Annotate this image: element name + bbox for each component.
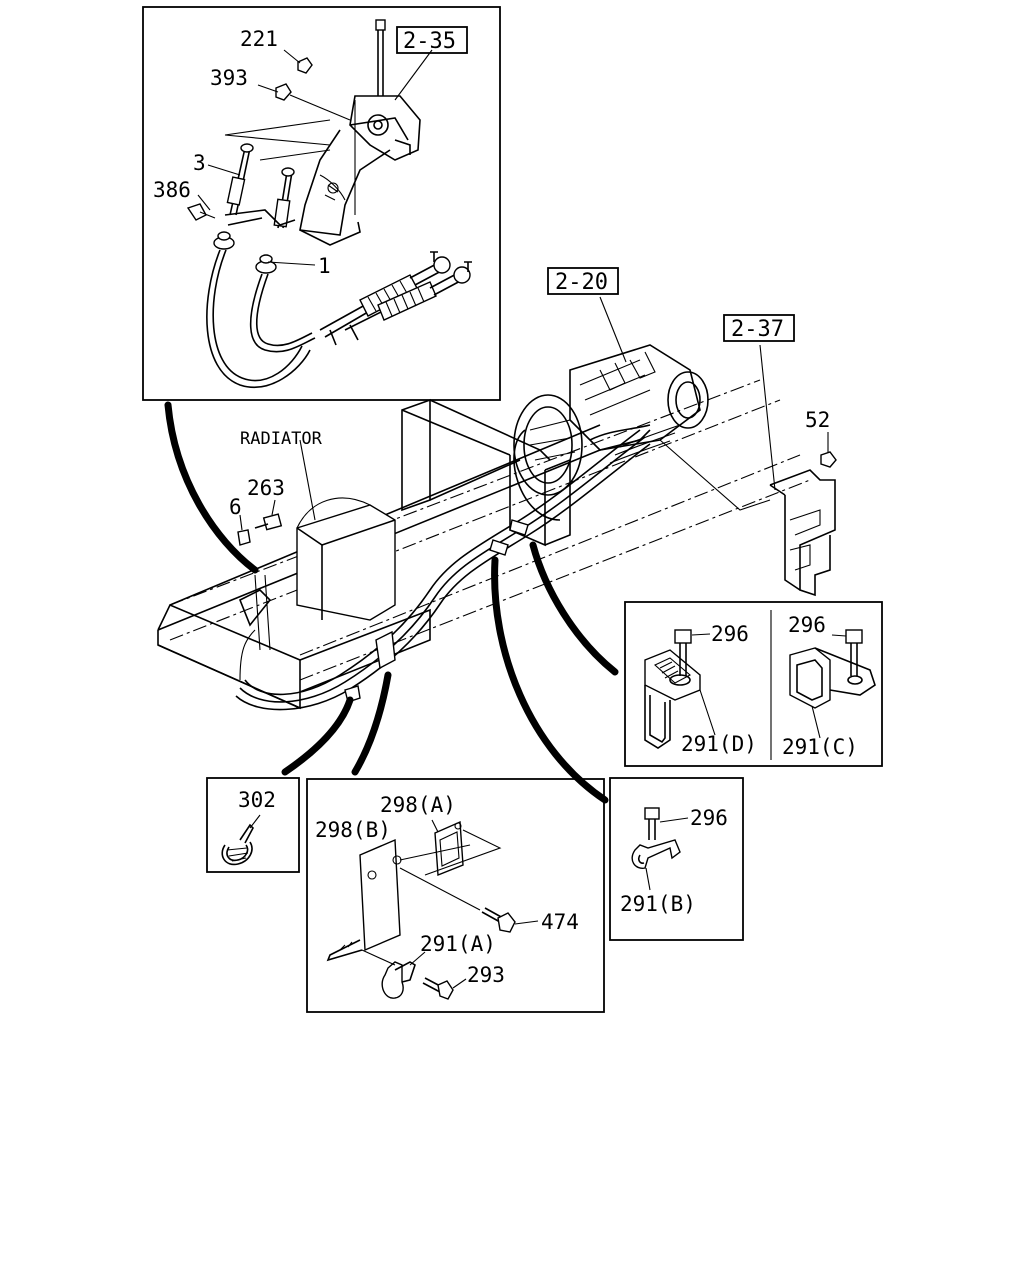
nut-221 [297,57,313,74]
clip-inset-291d-291c: 296 291(D) 296 291(C) [624,601,883,767]
clip-291d [644,629,716,749]
bolt-296-b [644,807,660,820]
label-474: 474 [541,910,579,934]
clip-inset-291b-frame [609,777,744,941]
label-386: 386 [153,178,191,202]
clip-291c [789,629,876,739]
cable-loop-1 [206,249,311,388]
bracket-inset-298-frame [306,778,605,1013]
shift-lever-assembly [299,19,421,246]
label-393: 393 [210,66,248,90]
clip-291d-location [509,519,529,536]
label-296-c: 296 [788,613,826,637]
upper-cable-ends [224,143,296,229]
label-52: 52 [805,408,830,432]
label-radiator: RADIATOR [240,429,323,449]
main-cables [235,424,681,711]
leader-curve-291d [529,541,619,676]
label-291-b: 291(B) [620,892,696,916]
leader-curve-302 [281,696,354,776]
clip-inset-291d-291c-frame [624,601,883,767]
cable-boots [319,251,472,346]
ref-2-35-text: 2-35 [403,29,456,54]
label-298-a: 298(A) [380,793,456,817]
cable-loop-2 [249,273,316,353]
clip-inset-302: 302 [206,777,300,873]
bracket-inset-298: 298(A) 298(B) 474 291(A) 293 [306,778,605,1013]
label-291-a: 291(A) [420,932,496,956]
label-296-d: 296 [711,622,749,646]
label-263: 263 [247,476,285,500]
label-291-d: 291(D) [681,732,757,756]
nut-393 [275,83,292,101]
engine-mount-frame [401,398,571,547]
ref-2-20-text: 2-20 [555,270,608,295]
label-302: 302 [238,788,276,812]
ref-box-2-20 [547,267,619,295]
label-3: 3 [193,151,206,175]
clip-inset-291b: 296 291(B) [609,777,744,941]
leader-curve-298 [351,671,392,776]
parts-263-6 [237,499,283,546]
clip-386 [186,203,207,221]
bracket-2-37 [659,344,837,597]
ref-box-2-35 [396,26,468,54]
shift-lever-inset: 2-35 221 393 3 386 1 [142,6,501,401]
clip-298-location [375,630,396,670]
shift-lever-inset-frame [142,6,501,401]
plate-298b [359,838,401,952]
label-6: 6 [229,495,242,519]
radiator: RADIATOR [240,429,396,621]
clip-inset-302-frame [206,777,300,873]
ref-2-37-text: 2-37 [731,317,784,342]
chassis-main-view: RADIATOR [157,267,837,711]
label-291-c: 291(C) [782,735,858,759]
clip-291b [631,839,681,869]
label-296-b: 296 [690,806,728,830]
ref-box-2-37 [723,314,795,342]
clip-291b-location [489,539,509,556]
leader-curve-shift [164,401,259,574]
label-221: 221 [240,27,278,51]
label-298-b: 298(B) [315,818,391,842]
label-1: 1 [318,254,331,278]
label-293: 293 [467,963,505,987]
transmission [513,296,709,496]
